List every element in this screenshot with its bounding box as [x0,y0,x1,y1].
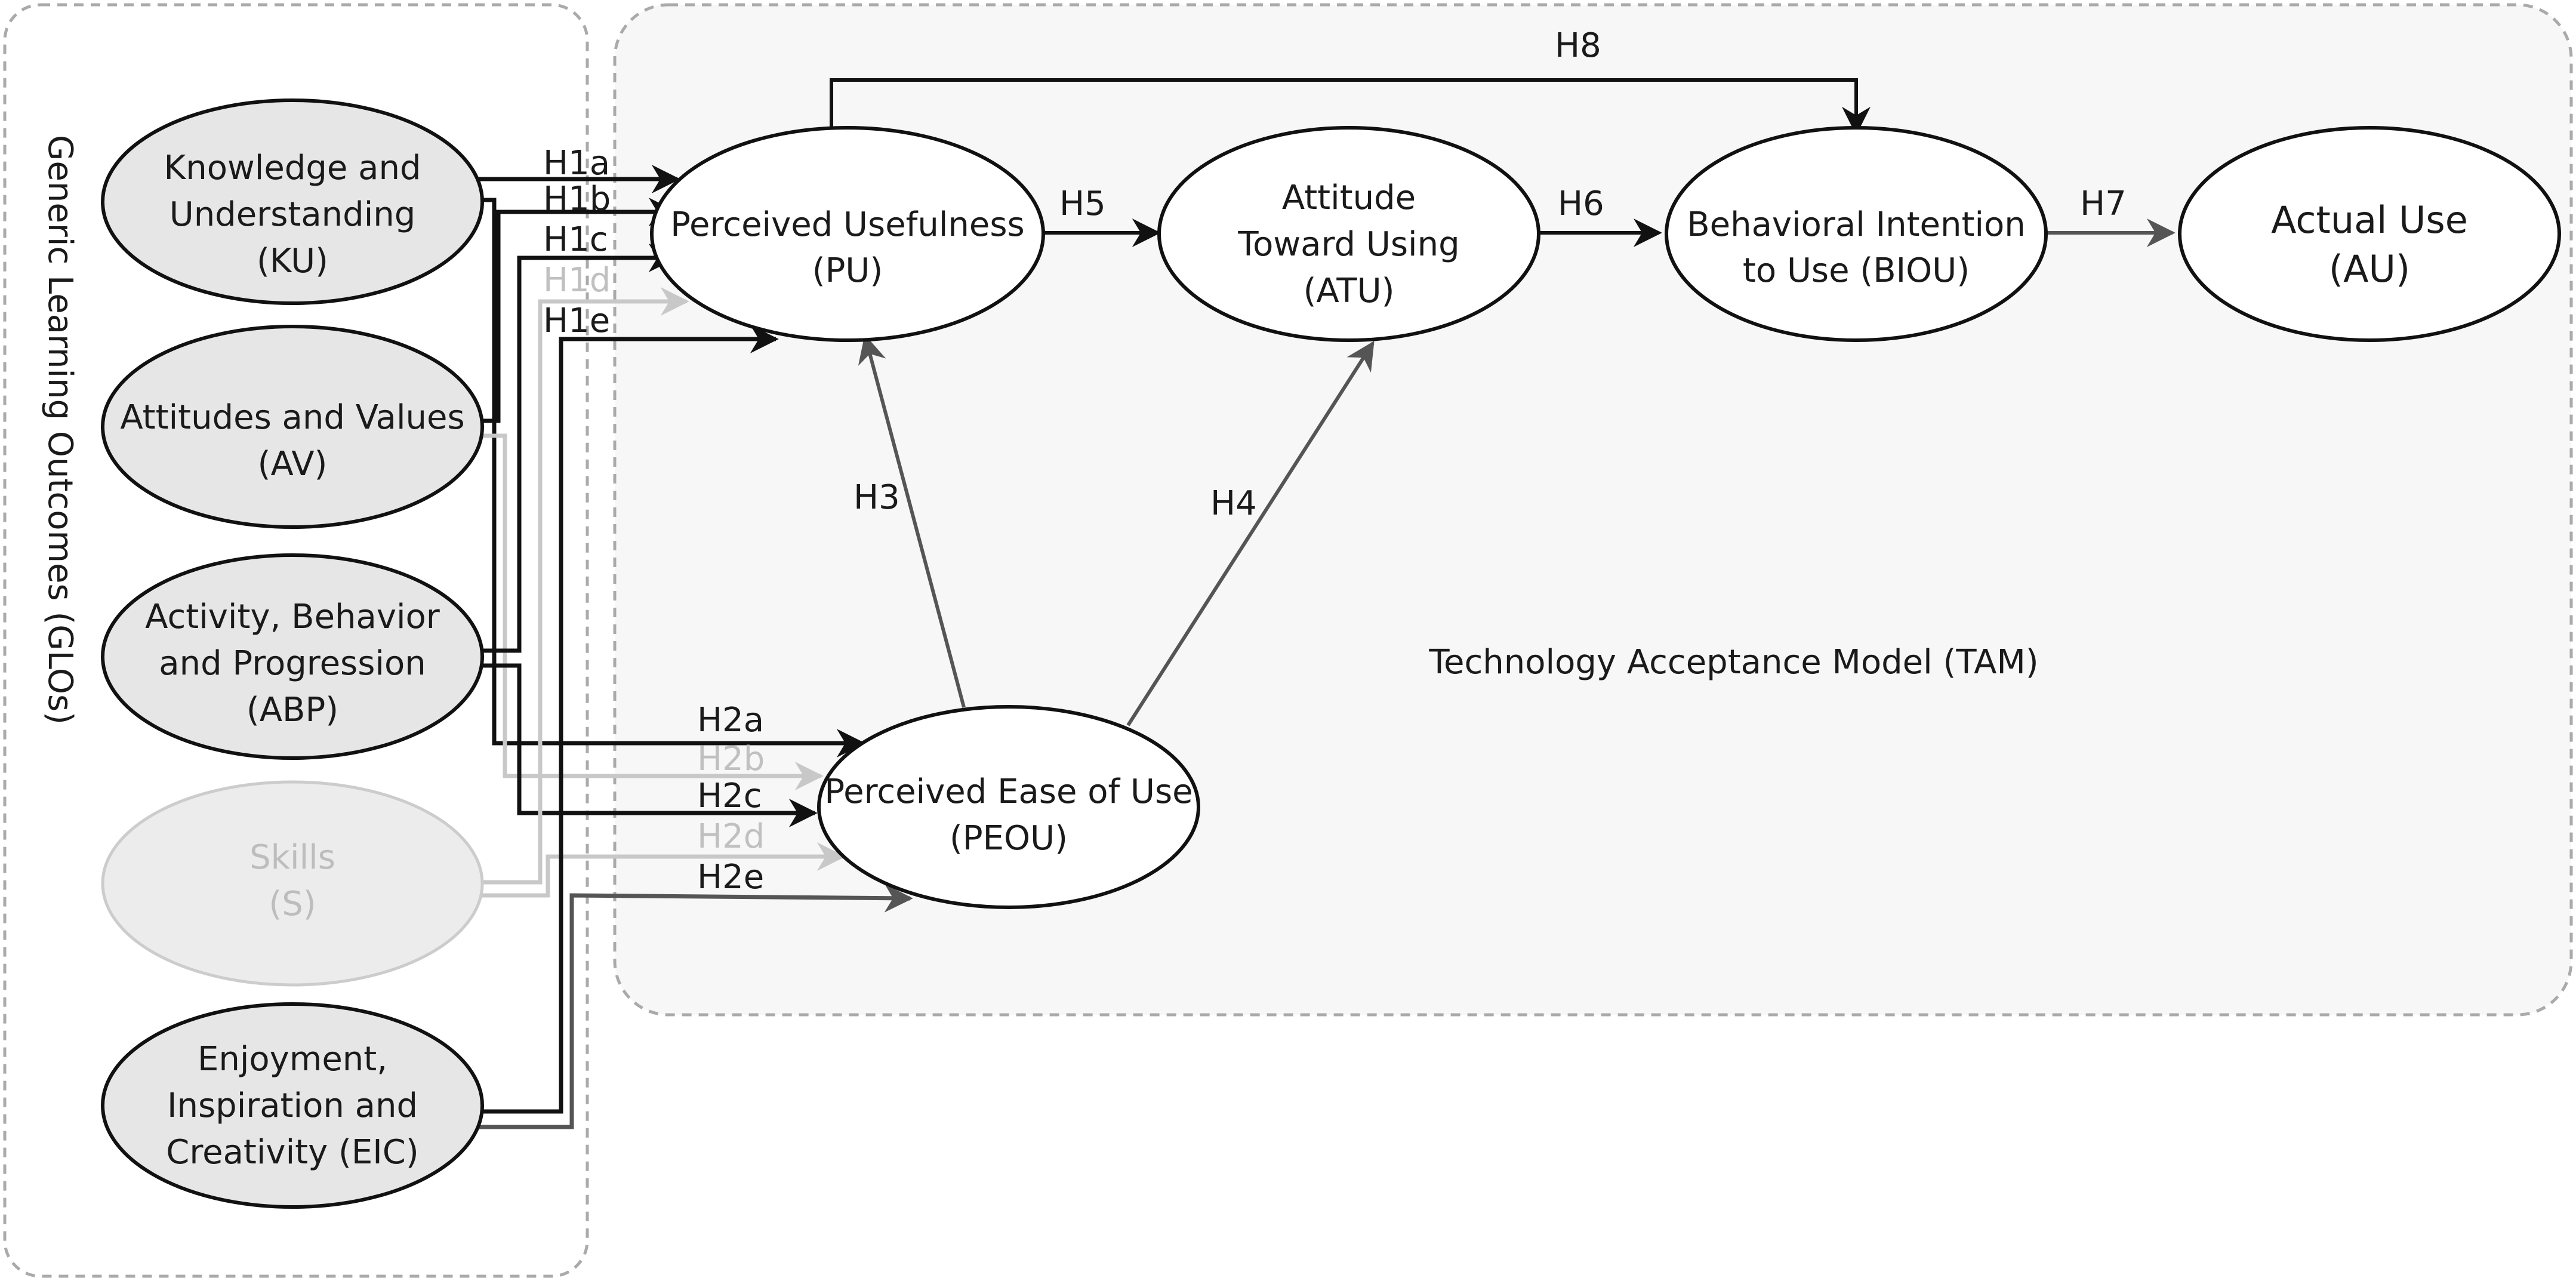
node-atu: Attitude Toward Using (ATU) [1157,126,1540,342]
svg-text:Attitudes and Values: Attitudes and Values [120,398,464,437]
edge-s-h2d [477,842,846,898]
label-h1e: H1e [543,301,610,340]
svg-text:(KU): (KU) [257,242,328,281]
label-h7: H7 [2080,184,2127,223]
svg-text:(AV): (AV) [258,445,328,484]
edge-h1d [477,287,689,885]
node-ku: Knowledge and Understanding (KU) [101,98,484,305]
svg-text:Activity, Behavior: Activity, Behavior [145,598,440,636]
label-h1c: H1c [543,220,608,259]
node-peou: Perceived Ease of Use (PEOU) [817,705,1200,909]
edge-h8 [830,78,1871,136]
svg-text:Inspiration and: Inspiration and [167,1086,418,1125]
label-h3: H3 [853,478,900,517]
svg-text:and Progression: and Progression [159,644,426,683]
svg-text:Perceived Usefulness: Perceived Usefulness [670,205,1024,244]
node-pu: Perceived Usefulness (PU) [650,126,1045,342]
svg-text:(ABP): (ABP) [246,691,338,729]
label-h1a: H1a [543,144,610,183]
svg-text:(PEOU): (PEOU) [950,819,1068,858]
svg-text:Enjoyment,: Enjoyment, [198,1040,387,1079]
label-h2e: H2e [697,858,764,897]
node-au: Actual Use (AU) [2178,126,2561,342]
label-h1b: H1b [543,180,611,218]
label-h2b: H2b [697,740,765,778]
label-h2c: H2c [697,777,762,815]
tam-panel-title: Technology Acceptance Model (TAM) [1428,643,2038,682]
edge-h1e [477,325,779,1114]
label-h8: H8 [1555,26,1601,65]
edge-ku-h2a [477,198,865,757]
svg-text:(ATU): (ATU) [1304,272,1395,310]
hypothesis-labels: H1a H1b H1c H1d H1e H2a H2b H2c H2d H2e … [543,26,2127,897]
svg-text:Actual Use: Actual Use [2271,198,2468,242]
edge-abp-h2c [477,663,818,827]
node-skills: Skills (S) [101,780,484,987]
glos-panel-title: Generic Learning Outcomes (GLOs) [41,135,79,725]
svg-text:(PU): (PU) [812,251,883,290]
edge-h1c [477,244,677,653]
svg-text:Behavioral Intention: Behavioral Intention [1687,205,2026,244]
label-h2a: H2a [697,701,764,740]
node-eic: Enjoyment, Inspiration and Creativity (E… [101,1002,484,1209]
svg-text:Perceived Ease of Use: Perceived Ease of Use [824,772,1193,811]
svg-text:Toward Using: Toward Using [1237,225,1459,264]
node-av: Attitudes and Values (AV) [101,325,484,529]
svg-text:to Use (BIOU): to Use (BIOU) [1743,251,1970,290]
edge-h1b [477,198,677,423]
label-h2d: H2d [697,817,765,856]
svg-text:Understanding: Understanding [170,195,416,234]
svg-text:Knowledge and: Knowledge and [164,149,421,187]
edge-h4 [1126,340,1375,726]
label-h1d: H1d [543,261,611,300]
edge-h3 [858,334,966,708]
svg-text:(AU): (AU) [2329,247,2410,291]
edge-av-h2b [477,433,824,790]
node-abp: Activity, Behavior and Progression (ABP) [101,553,484,760]
glo-connectors [477,165,913,1129]
label-h6: H6 [1558,184,1604,223]
label-h5: H5 [1059,184,1106,223]
svg-text:Attitude: Attitude [1282,178,1416,217]
tam-connectors [830,78,2176,726]
label-h4: H4 [1210,484,1257,523]
svg-text:Creativity (EIC): Creativity (EIC) [166,1133,418,1172]
svg-text:Skills: Skills [249,838,335,877]
node-biou: Behavioral Intention to Use (BIOU) [1665,126,2048,342]
svg-text:(S): (S) [269,885,316,923]
edge-eic-h2e [477,883,913,1129]
